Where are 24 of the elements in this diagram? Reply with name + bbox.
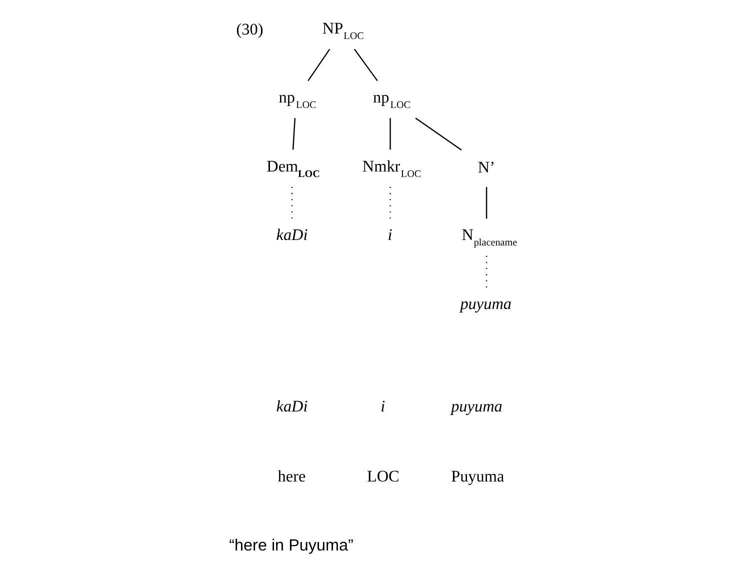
node-text: N$_{placename}$ [461,226,517,249]
node-text: Nmkr$_{LOC}$ [362,157,421,180]
connector [389,118,390,150]
label: LOC [366,467,399,486]
label: (30) [236,20,263,38]
node-text: Dem$_{LOC}$ [266,157,320,180]
node-text: N’ [477,158,495,176]
node-text: kaDi [276,226,308,244]
node-text: np$_{LOC}$ [278,88,316,111]
label: “here in Puyuma” [228,536,353,554]
connector [485,187,487,219]
node-text: np$_{LOC}$ [372,88,410,111]
label: i [380,397,385,416]
node-text: puyuma [460,295,512,314]
node-text: NP$_{LOC}$ [322,19,364,42]
node-text: i [387,226,392,244]
connector [292,118,296,150]
label: Puyuma [450,467,504,486]
connector [307,48,330,82]
label: here [277,467,306,486]
connector [414,118,462,150]
label: puyuma [450,397,502,416]
connector [353,48,378,82]
label: kaDi [276,397,308,416]
